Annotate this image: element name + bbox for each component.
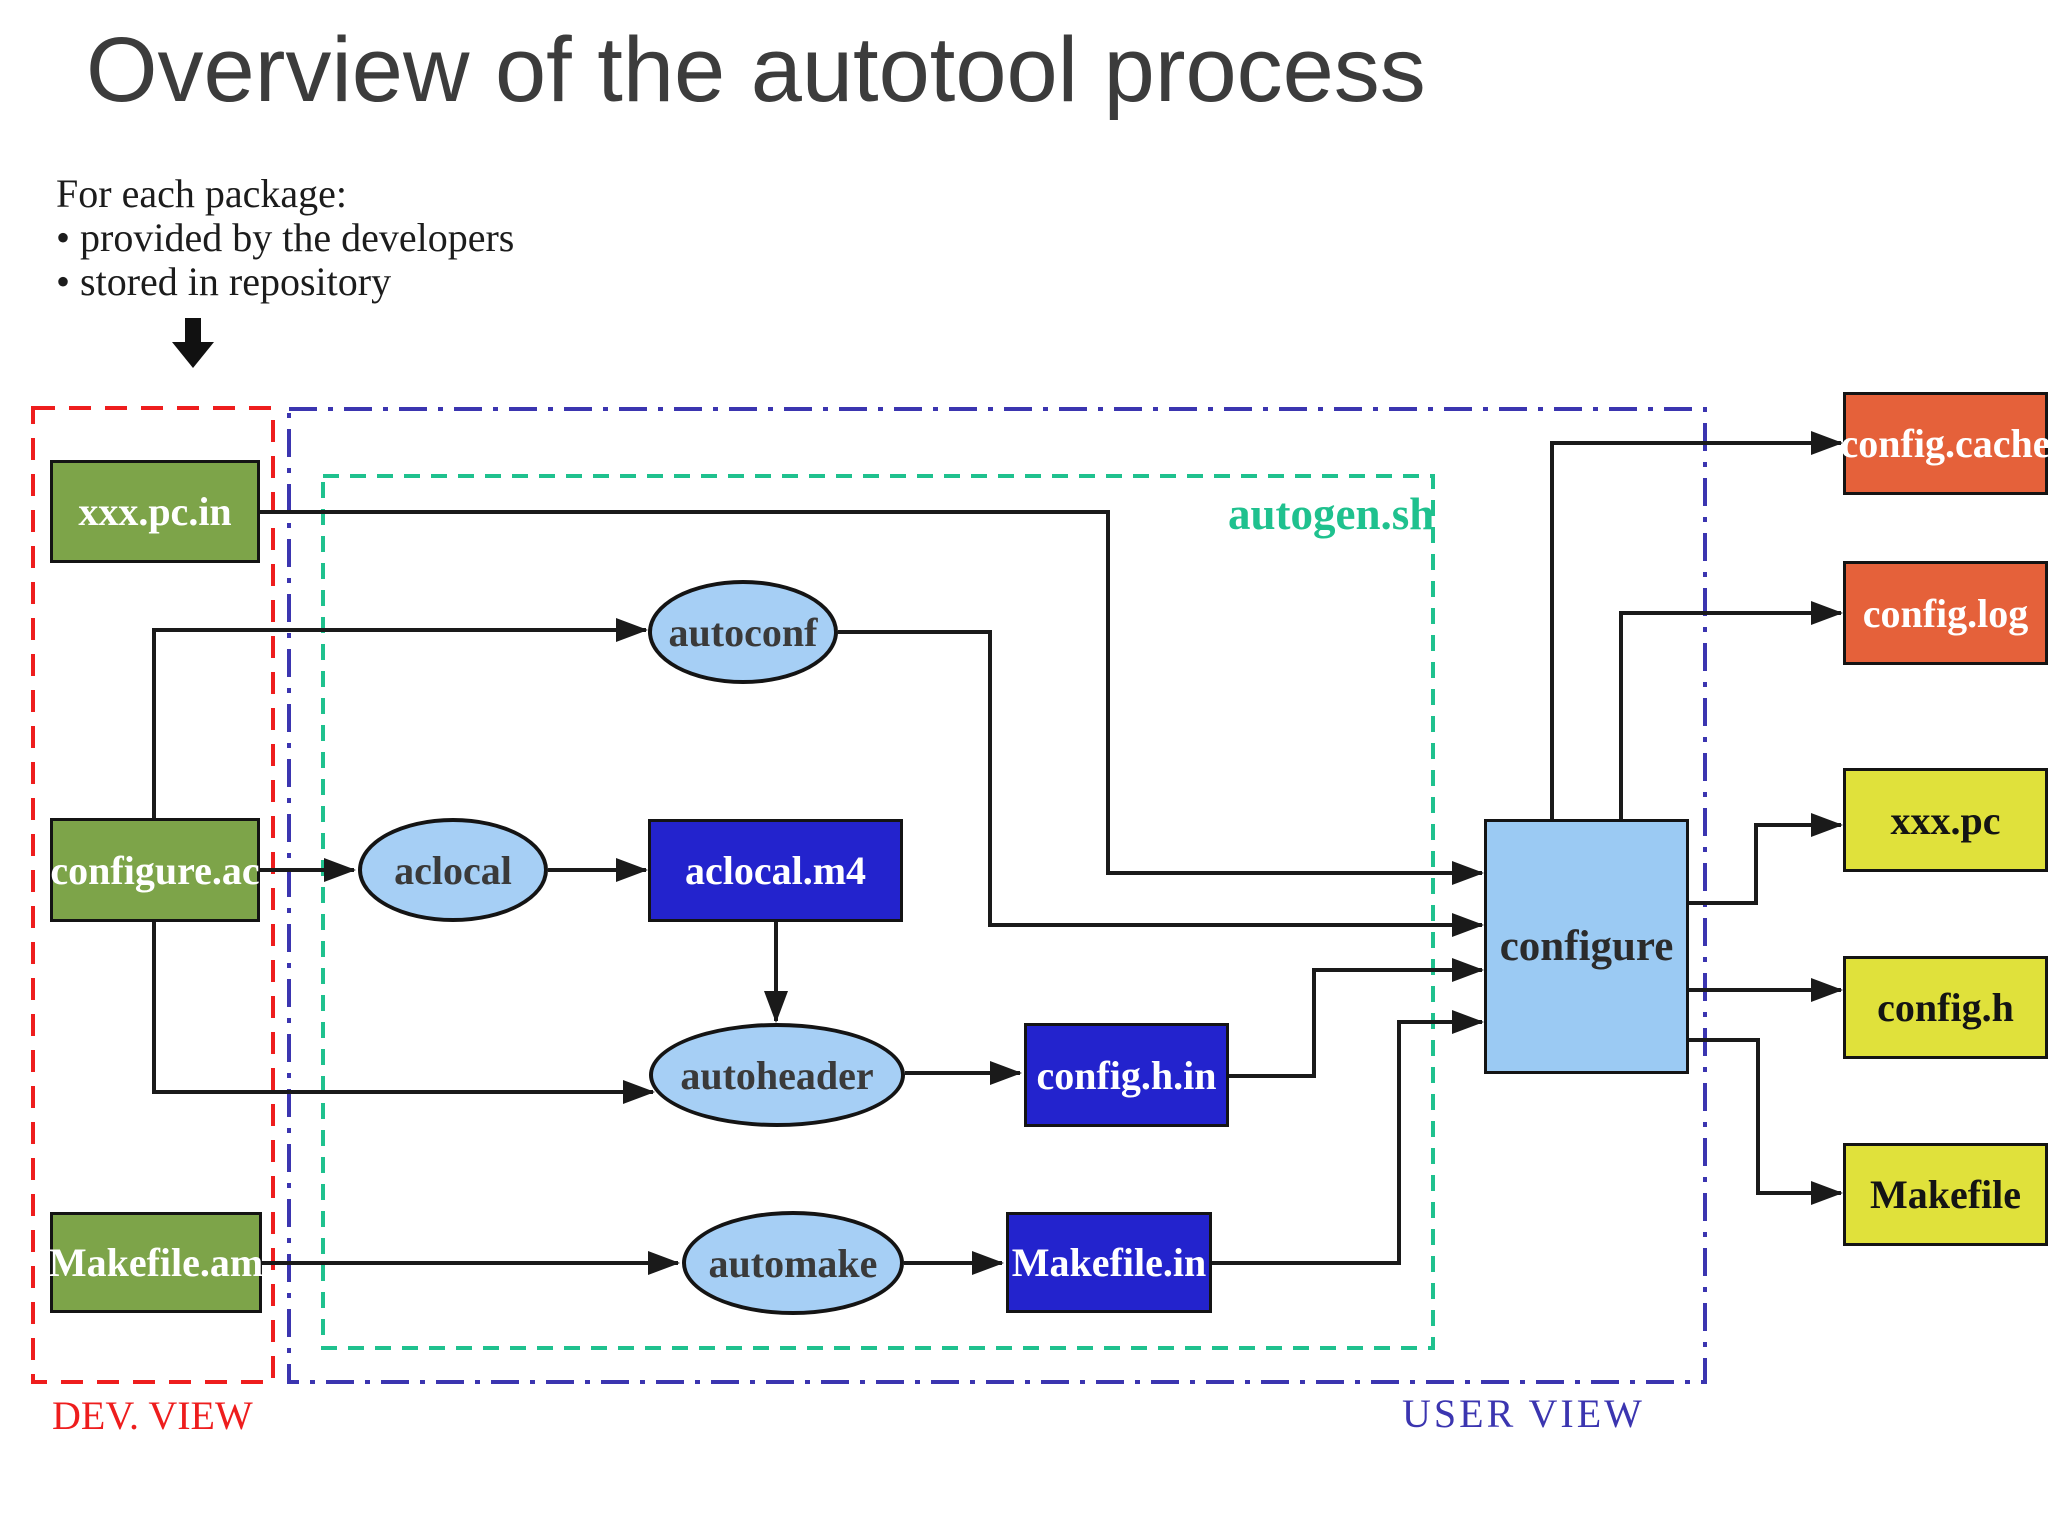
node-config-cache: config.cache — [1841, 392, 2048, 495]
dev-view-label: DEV. VIEW — [52, 1393, 253, 1438]
package-note: For each package: provided by the develo… — [56, 172, 514, 304]
node-configure-ac: configure.ac — [50, 818, 260, 922]
node-aclocal-m4: aclocal.m4 — [648, 819, 903, 922]
down-arrow-icon — [172, 318, 214, 368]
node-xxx-pc-in: xxx.pc.in — [50, 460, 260, 563]
edge-configure-xxxpc — [1689, 813, 1843, 905]
dev-view-region — [31, 406, 275, 1384]
note-heading: For each package: — [56, 171, 347, 216]
edge-autoconf-configure — [838, 630, 1484, 937]
note-bullet-1: provided by the developers — [56, 216, 514, 260]
edge-configure-configcache — [1550, 431, 1843, 819]
user-view-region — [287, 407, 1707, 1384]
page-title: Overview of the autotool process — [86, 19, 1426, 121]
edge-makefilein-configure — [1212, 1010, 1484, 1265]
edge-confighin-configure — [1229, 958, 1484, 1078]
node-config-h-in: config.h.in — [1024, 1023, 1229, 1127]
node-config-h: config.h — [1843, 956, 2048, 1059]
node-makefile: Makefile — [1843, 1143, 2048, 1246]
node-aclocal: aclocal — [358, 818, 548, 922]
autogen-sh-label: autogen.sh — [1228, 489, 1435, 539]
node-makefile-am: Makefile.am — [49, 1212, 263, 1313]
edge-configure-makefile — [1689, 1038, 1843, 1205]
edge-configureac-autoheader — [152, 922, 655, 1104]
autogen-region — [321, 474, 1435, 1350]
edge-xxxpcin-configure — [260, 510, 1484, 885]
edge-configureac-autoconf — [152, 618, 648, 818]
down-arrow-shaft — [185, 318, 201, 344]
node-automake: automake — [682, 1211, 904, 1315]
note-bullet-2: stored in repository — [56, 260, 514, 304]
node-makefile-in: Makefile.in — [1006, 1212, 1212, 1313]
node-autoconf: autoconf — [648, 580, 838, 684]
node-config-log: config.log — [1843, 561, 2048, 665]
user-view-label: USER VIEW — [1402, 1391, 1645, 1436]
edge-configure-configlog — [1619, 601, 1843, 819]
down-arrow-head — [172, 342, 214, 368]
node-autoheader: autoheader — [649, 1023, 905, 1127]
node-configure: configure — [1484, 819, 1689, 1074]
node-xxx-pc: xxx.pc — [1843, 768, 2048, 872]
